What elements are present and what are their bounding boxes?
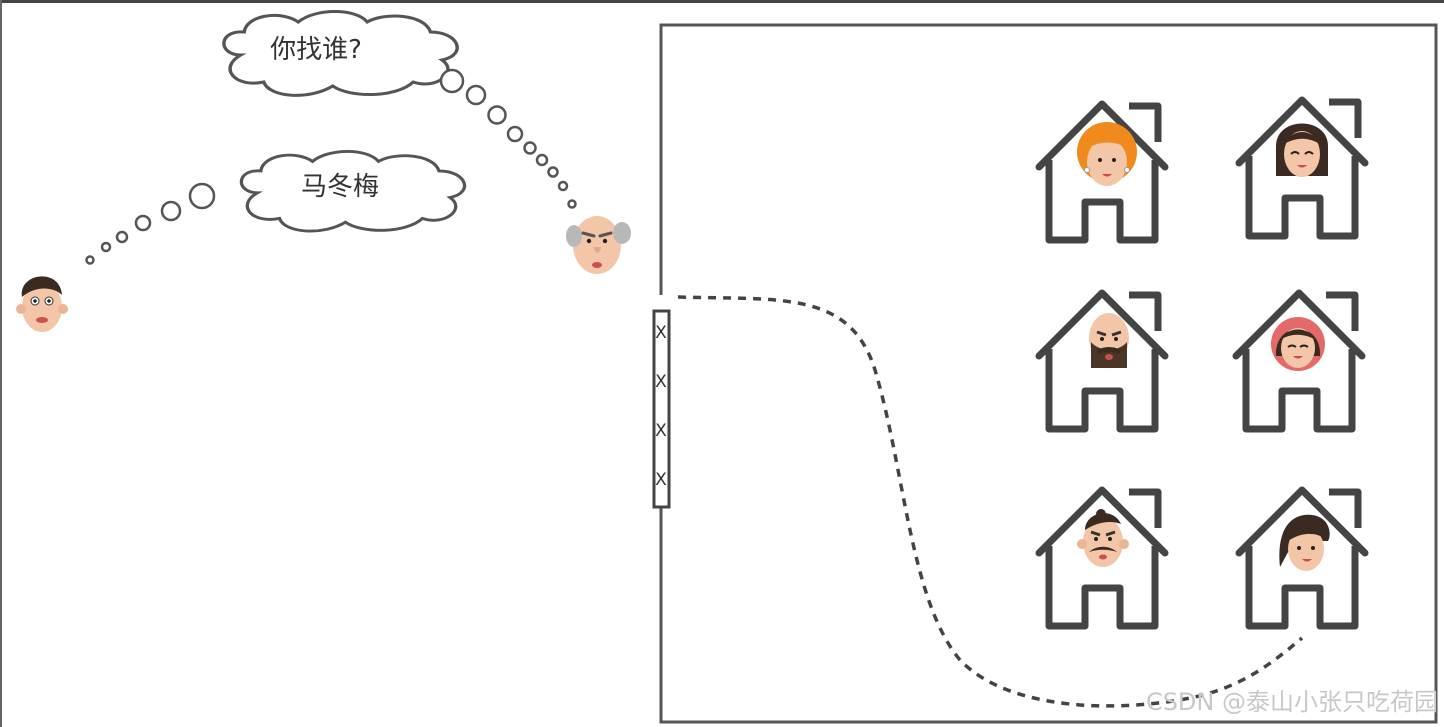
young-man-face-icon: [16, 276, 68, 332]
visitor-answer-text: 马冬梅: [301, 172, 379, 202]
door-mark: X: [655, 323, 667, 343]
left-border: [0, 0, 2, 727]
guard-question-text: 你找谁?: [270, 35, 362, 65]
orange-haired-woman-face-icon: [1077, 122, 1137, 186]
watermark-text: CSDN @泰山小张只吃荷园: [1146, 688, 1438, 716]
woman-side-part-face-icon: [1279, 514, 1330, 571]
door: [652, 309, 671, 509]
smiling-woman-pink-face-icon: [1271, 317, 1325, 371]
mustached-man-face-icon: [1077, 509, 1129, 567]
door-mark: X: [655, 421, 667, 441]
building-outline: [659, 23, 1438, 724]
door-marks: X X X X: [655, 323, 667, 490]
dashed-route: [677, 295, 1304, 708]
guard-thought-bubble: 你找谁?: [222, 9, 577, 209]
dark-haired-woman-face-icon: [1276, 123, 1328, 177]
bearded-bald-man-face-icon: [1089, 313, 1129, 368]
top-border: [0, 0, 1444, 3]
visitor-thought-bubble: 马冬梅: [85, 149, 467, 265]
door-mark: X: [655, 372, 667, 392]
old-man-face-icon: [566, 216, 631, 274]
door-mark: X: [655, 470, 667, 490]
